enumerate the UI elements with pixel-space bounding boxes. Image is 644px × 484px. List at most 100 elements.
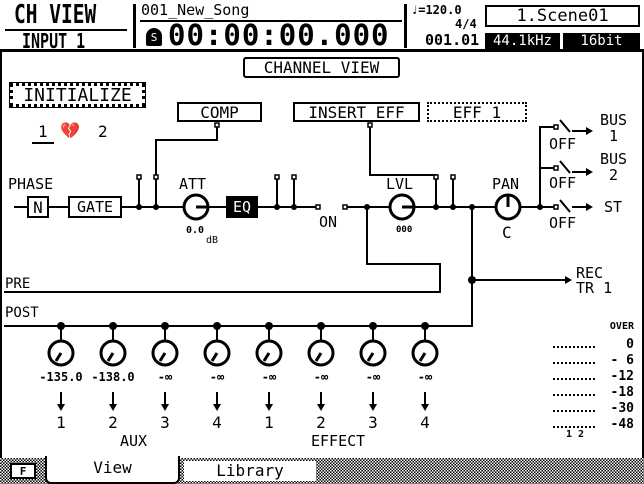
meter-segment xyxy=(553,362,595,364)
send-knob[interactable] xyxy=(308,340,334,366)
pair-left[interactable]: 1 xyxy=(32,124,54,144)
insert-eff-button[interactable]: INSERT EFF xyxy=(293,102,420,122)
eq-button[interactable]: EQ xyxy=(226,196,258,218)
send-level: -135.0 xyxy=(39,370,83,384)
send-knob[interactable] xyxy=(152,340,178,366)
send-number: 2 xyxy=(316,413,326,432)
initialize-button[interactable]: INITIALIZE xyxy=(9,82,146,108)
send-knob[interactable] xyxy=(48,340,74,366)
arrow-down-icon xyxy=(265,404,273,411)
send-number: 4 xyxy=(212,413,222,432)
meter-segment xyxy=(553,378,595,380)
send-number: 1 xyxy=(56,413,66,432)
meter-scale-label: -18 xyxy=(610,385,634,400)
function-button[interactable]: F xyxy=(10,463,36,479)
send-level: -∞ xyxy=(313,370,329,384)
send-level: -∞ xyxy=(261,370,277,384)
lvl-value: 000 xyxy=(396,225,413,235)
arrow-down-icon xyxy=(369,404,377,411)
tab-library[interactable]: Library xyxy=(184,461,316,481)
send-knob[interactable] xyxy=(360,340,386,366)
channel-name: INPUT 1 xyxy=(22,29,86,53)
bus-label: BUS xyxy=(600,111,628,129)
header-bar xyxy=(0,0,644,52)
meter-scale-label: - 6 xyxy=(610,353,634,368)
aux-group-label: AUX xyxy=(120,432,148,450)
bus-2-switch[interactable]: OFF xyxy=(549,174,577,192)
page-title: CHANNEL VIEW xyxy=(243,57,400,78)
meter-scale-label: OVER xyxy=(609,321,634,332)
divider xyxy=(133,4,136,48)
arrow-down-icon xyxy=(57,404,65,411)
arrow-down-icon xyxy=(109,404,117,411)
tab-view[interactable]: View xyxy=(45,456,180,484)
tempo: ♩=120.0 xyxy=(411,3,462,17)
bus-number: 1 xyxy=(609,127,619,145)
send-level: -∞ xyxy=(417,370,433,384)
stereo-switch[interactable]: OFF xyxy=(549,214,577,232)
rec-label: REC xyxy=(576,264,604,282)
meter-scale-label: -48 xyxy=(610,417,634,432)
stereo-output: ST xyxy=(604,198,623,216)
bit-depth: 16bit xyxy=(563,33,640,49)
arrow-down-icon xyxy=(421,404,429,411)
pan-knob[interactable] xyxy=(495,194,521,220)
pan-value: C xyxy=(502,223,512,242)
insert-eff-selector[interactable]: EFF 1 xyxy=(427,102,527,122)
comp-button[interactable]: COMP xyxy=(177,102,262,122)
bus-label: BUS xyxy=(600,150,628,168)
divider xyxy=(140,20,402,22)
att-value: 0.0 xyxy=(186,225,205,236)
att-knob[interactable] xyxy=(183,194,209,220)
send-knob[interactable] xyxy=(100,340,126,366)
pre-label: PRE xyxy=(5,276,31,292)
rec-track: TR 1 xyxy=(576,279,613,297)
broken-heart-icon: 💔 xyxy=(60,121,80,140)
song-position: 001.01 xyxy=(425,31,480,49)
arrow-down-icon xyxy=(213,404,221,411)
meter-scale-label: -30 xyxy=(610,401,634,416)
clock-source-icon: S xyxy=(146,28,162,46)
scene-display[interactable]: 1.Scene01 xyxy=(485,5,640,27)
send-knob[interactable] xyxy=(256,340,282,366)
send-knob[interactable] xyxy=(204,340,230,366)
gate-button[interactable]: GATE xyxy=(68,196,122,218)
pair-right[interactable]: 2 xyxy=(98,122,108,141)
send-level: -∞ xyxy=(209,370,225,384)
divider xyxy=(5,29,127,31)
meter-channels: 1 2 xyxy=(566,429,585,440)
arrow-down-icon xyxy=(161,404,169,411)
time-signature: 4/4 xyxy=(455,17,477,31)
att-unit: dB xyxy=(206,235,219,246)
meter-scale-label: 0 xyxy=(626,337,634,352)
send-number: 4 xyxy=(420,413,430,432)
send-number: 1 xyxy=(264,413,274,432)
sample-rate: 44.1kHz xyxy=(485,33,560,49)
send-number: 3 xyxy=(160,413,170,432)
att-label: ATT xyxy=(179,175,207,193)
divider xyxy=(404,4,407,48)
pan-label: PAN xyxy=(492,175,520,193)
send-level: -∞ xyxy=(157,370,173,384)
timecode: 00:00:00.000 xyxy=(168,18,390,52)
lvl-knob[interactable] xyxy=(389,194,415,220)
bus-1-switch[interactable]: OFF xyxy=(549,135,577,153)
send-level: -∞ xyxy=(365,370,381,384)
lvl-label: LVL xyxy=(386,175,414,193)
effect-group-label: EFFECT xyxy=(311,432,366,450)
phase-button[interactable]: N xyxy=(27,196,49,218)
main-panel xyxy=(0,52,644,458)
meter-segment xyxy=(553,426,595,428)
send-number: 3 xyxy=(368,413,378,432)
send-knob[interactable] xyxy=(412,340,438,366)
meter-segment xyxy=(553,394,595,396)
on-switch[interactable]: ON xyxy=(319,213,338,231)
phase-label: PHASE xyxy=(8,175,54,193)
send-number: 2 xyxy=(108,413,118,432)
post-label: POST xyxy=(5,305,39,321)
screen-title: CH VIEW xyxy=(14,0,97,30)
